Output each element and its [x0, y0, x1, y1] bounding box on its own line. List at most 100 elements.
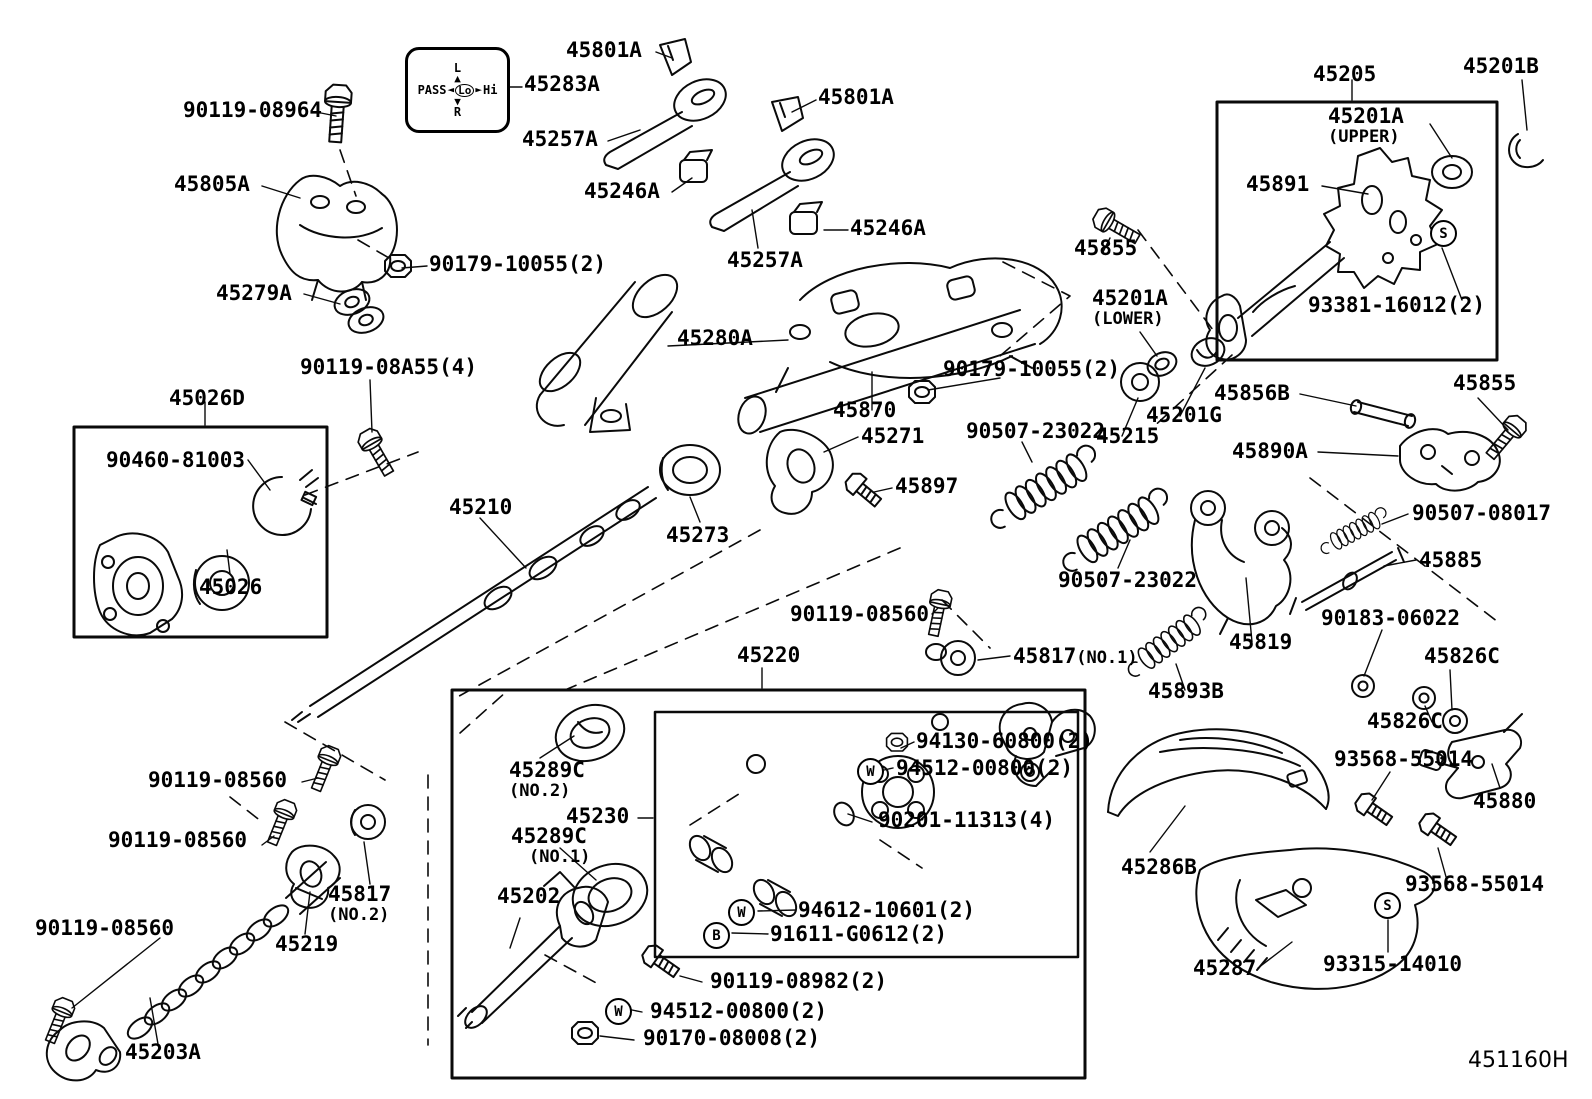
part-label-94512-00800-1: 94512-00800(2): [896, 756, 1074, 780]
part-label-45897: 45897: [895, 474, 959, 498]
bolt-90119-08560-4: [39, 994, 78, 1047]
part-label-91611-G0612: 91611-G0612(2): [770, 922, 948, 946]
bearing-45026: [192, 555, 250, 611]
main-shaft-45210: [291, 486, 657, 723]
symbol-S-45205: S: [1430, 220, 1457, 247]
part-label-45870: 45870: [833, 398, 897, 422]
part-label-90119-08964: 90119-08964: [183, 98, 323, 122]
part-label-90507-08017: 90507-08017: [1412, 501, 1552, 525]
box-45230-inner: [653, 710, 1080, 959]
part-label-45026: 45026: [199, 575, 263, 599]
wedge-45801A-2: [771, 96, 804, 132]
part-label-45201G: 45201G: [1146, 403, 1222, 427]
box-45220: [450, 688, 1087, 1080]
lower-cover-45287: [1195, 847, 1436, 990]
part-label-45817-no2: 45817 (NO.2): [328, 883, 391, 925]
intermediate-shaft-45203A: [45, 861, 341, 1082]
coil-ring-45201G: [1190, 337, 1226, 367]
part-label-94130-60800: 94130-60800(2): [916, 729, 1094, 753]
part-label-45801A-1: 45801A: [566, 38, 642, 62]
part-label-90460-81003: 90460-81003: [106, 448, 246, 472]
part-number: 45817: [1013, 644, 1077, 668]
part-label-90179-10055-1: 90179-10055(2): [429, 252, 607, 276]
symbol-B-91611: B: [703, 922, 730, 949]
part-label-45246A-2: 45246A: [850, 216, 926, 240]
part-label-90119-08560-2: 90119-08560: [148, 768, 288, 792]
washer-90183-06022: [1351, 674, 1375, 698]
assembly-dashed-lines: [229, 149, 1499, 1046]
part-label-45205: 45205: [1313, 62, 1377, 86]
part-label-45286B: 45286B: [1121, 855, 1197, 879]
symbol-W-94612: W: [728, 899, 755, 926]
pin-45856B: [1349, 399, 1417, 429]
part-label-45283A: 45283A: [524, 72, 600, 96]
part-label-45246A-1: 45246A: [584, 179, 660, 203]
clamp-45271: [765, 428, 834, 515]
part-label-45819: 45819: [1229, 630, 1293, 654]
spring-90507-23022-2: [1054, 484, 1178, 578]
washer-45817-no1: [925, 640, 976, 676]
bushing-45273: [659, 444, 721, 496]
part-qualifier: (UPPER): [1328, 127, 1400, 148]
part-label-45201A-upper: 45201A (UPPER): [1328, 105, 1404, 148]
nut-94130-60800: [885, 732, 909, 752]
part-label-45805A: 45805A: [174, 172, 250, 196]
legend-lo-label: Lo: [455, 83, 475, 97]
part-label-94512-00800-2: 94512-00800(2): [650, 999, 828, 1023]
part-label-45219: 45219: [275, 932, 339, 956]
part-label-45817-no1: 45817(NO.1): [1013, 644, 1138, 668]
part-label-93315-14010: 93315-14010: [1323, 952, 1463, 976]
part-label-90170-08008: 90170-08008(2): [643, 1026, 821, 1050]
part-label-90119-08982: 90119-08982(2): [710, 969, 888, 993]
screw-93568-55014-1: [1351, 789, 1397, 831]
part-qualifier: (NO.2): [509, 781, 571, 802]
part-label-90119-08560-4: 90119-08560: [35, 916, 175, 940]
part-label-90507-23022-2: 90507-23022: [1058, 568, 1198, 592]
legend-arrow-up: ▲: [454, 71, 461, 85]
part-qualifier: (NO.1): [529, 847, 591, 868]
symbol-W-94512-1: W: [857, 758, 884, 785]
bushings-45230: [688, 713, 1040, 918]
part-label-45273: 45273: [666, 523, 730, 547]
switch-legend-box-45283A: L ▲ PASS ◄ Lo ► Hi ▼ R: [405, 47, 510, 133]
part-label-45885: 45885: [1419, 548, 1483, 572]
coupler-45219: [285, 844, 341, 909]
part-label-45201B: 45201B: [1463, 54, 1539, 78]
part-label-93568-55014-2: 93568-55014: [1405, 872, 1545, 896]
lever-45257A-1: [603, 78, 727, 170]
part-label-45890A: 45890A: [1232, 439, 1308, 463]
upper-cover-45286B: [1107, 728, 1330, 817]
part-label-90183-06022: 90183-06022: [1321, 606, 1461, 630]
part-label-90507-23022-1: 90507-23022: [966, 419, 1106, 443]
bolt-90119-08560-2: [305, 742, 344, 795]
shaft-45202: [457, 871, 609, 1029]
upper-shaft-45205: [1205, 241, 1345, 361]
bolt-45855-2: [1480, 410, 1531, 464]
bearing-45201A-upper: [1431, 155, 1473, 189]
bracket-45805A: [275, 174, 398, 301]
washer-45826C-2: [1442, 708, 1468, 734]
part-label-90119-08560-3: 90119-08560: [108, 828, 248, 852]
part-label-45210: 45210: [449, 495, 513, 519]
leader-lines: [71, 51, 1528, 1045]
bracket-45891: [1323, 147, 1443, 289]
spring-45893B: [1120, 603, 1215, 682]
part-label-45257A-2: 45257A: [727, 248, 803, 272]
legend-arrow-down: ▼: [454, 94, 461, 108]
eclip-45201B: [1508, 133, 1544, 168]
screw-45897: [841, 468, 886, 512]
part-number: 45289C: [511, 824, 587, 848]
part-label-45880: 45880: [1473, 789, 1537, 813]
part-label-45230: 45230: [566, 804, 630, 828]
part-qualifier: (LOWER): [1092, 309, 1164, 330]
part-label-45287: 45287: [1193, 956, 1257, 980]
part-label-45893B: 45893B: [1148, 679, 1224, 703]
washer-45201A-lower: [1146, 351, 1178, 377]
part-label-94612-10601: 94612-10601(2): [798, 898, 976, 922]
diagram-sheet-code: 451160H: [1468, 1048, 1569, 1073]
bearing-45215: [1120, 362, 1160, 402]
lever-45257A-2: [709, 138, 835, 232]
clamp-45279A: [333, 288, 385, 334]
column-assembly-45870: [737, 257, 1063, 435]
part-label-45215: 45215: [1096, 424, 1160, 448]
